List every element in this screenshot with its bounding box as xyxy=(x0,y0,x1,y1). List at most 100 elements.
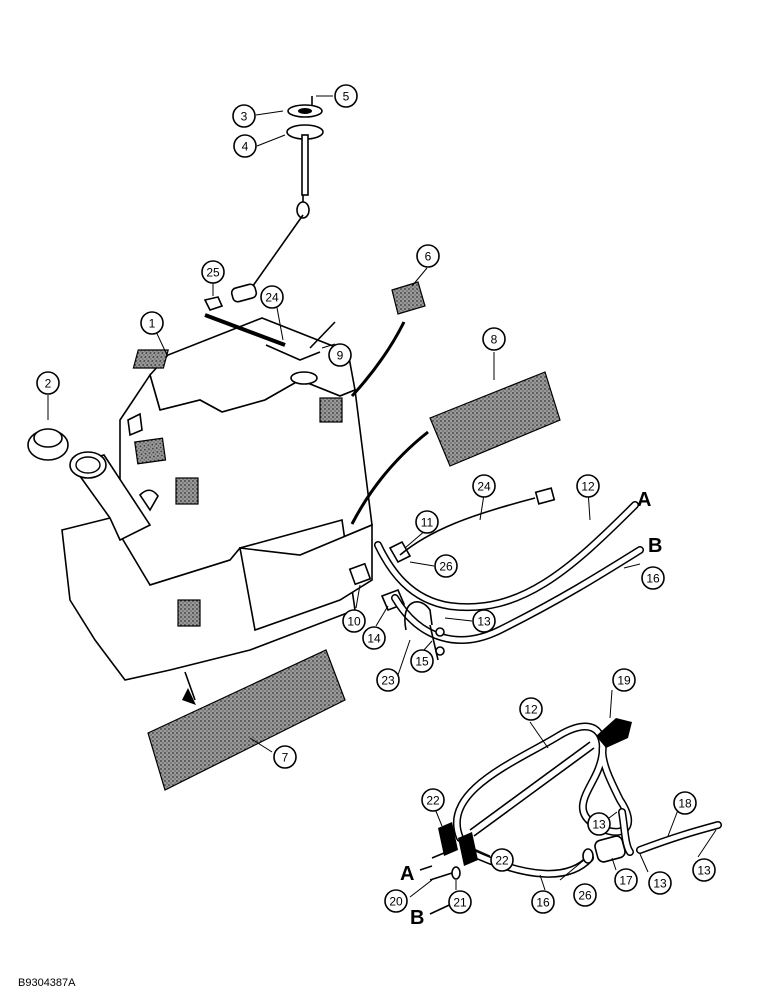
callout-circle xyxy=(328,343,352,367)
callout-number: 20 xyxy=(389,895,403,909)
callout-circle xyxy=(201,260,225,284)
callout-circle xyxy=(362,626,386,650)
callout-circle xyxy=(140,311,164,335)
callout-circle xyxy=(384,889,408,913)
connection-label-a-upper: A xyxy=(637,489,651,511)
fuel-sender xyxy=(230,96,324,303)
callout-c21: 21 xyxy=(448,890,472,914)
callout-number: 22 xyxy=(495,854,509,868)
callout-number: 19 xyxy=(617,674,631,688)
callout-c26a: 26 xyxy=(434,554,458,578)
callout-number: 26 xyxy=(439,560,453,574)
callout-c26b: 26 xyxy=(573,883,597,907)
callout-c25: 25 xyxy=(201,260,225,284)
callout-c8: 8 xyxy=(482,327,506,351)
callout-circle xyxy=(416,244,440,268)
callout-number: 2 xyxy=(45,377,52,391)
tank-pad-front-a xyxy=(134,437,167,465)
tank-pad-lower xyxy=(177,599,201,627)
callout-circle xyxy=(334,84,358,108)
callout-number: 13 xyxy=(697,864,711,878)
callout-circle xyxy=(612,668,636,692)
callout-number: 13 xyxy=(592,818,606,832)
callout-c19: 19 xyxy=(612,668,636,692)
callout-c4: 4 xyxy=(233,134,257,158)
callout-circle xyxy=(434,554,458,578)
callout-c20: 20 xyxy=(384,889,408,913)
callout-circle xyxy=(482,327,506,351)
fitting-10 xyxy=(348,562,372,586)
callout-number: 15 xyxy=(415,655,429,669)
screw xyxy=(309,321,336,349)
callout-circle xyxy=(573,883,597,907)
callout-c18: 18 xyxy=(673,791,697,815)
callout-number: 1 xyxy=(149,317,156,331)
callout-c17: 17 xyxy=(614,868,638,892)
callout-circle xyxy=(472,609,496,633)
clamp-23 xyxy=(404,601,433,631)
callout-c2: 2 xyxy=(36,371,60,395)
callout-number: 17 xyxy=(619,874,633,888)
callout-number: 11 xyxy=(421,516,434,530)
callout-c9: 9 xyxy=(328,343,352,367)
callout-number: 3 xyxy=(241,110,248,124)
callout-circle xyxy=(410,649,434,673)
callout-number: 10 xyxy=(347,615,361,629)
bolt-20 xyxy=(429,872,453,881)
callout-c6: 6 xyxy=(416,244,440,268)
callout-c24a: 24 xyxy=(260,285,284,309)
callout-c1: 1 xyxy=(140,311,164,335)
callout-circle xyxy=(233,134,257,158)
callout-c24b: 24 xyxy=(472,474,496,498)
callout-circle xyxy=(531,890,555,914)
callout-c3: 3 xyxy=(232,104,256,128)
callout-c22a: 22 xyxy=(421,788,445,812)
callout-number: 8 xyxy=(491,333,498,347)
callout-circle xyxy=(587,812,611,836)
callout-circle xyxy=(415,510,439,534)
callout-circle xyxy=(673,791,697,815)
callout-number: 5 xyxy=(343,90,350,104)
callout-circle xyxy=(260,285,284,309)
pad-small xyxy=(391,281,426,315)
callout-circle xyxy=(472,474,496,498)
callout-number: 14 xyxy=(367,632,381,646)
clamp-19 xyxy=(596,718,632,748)
callout-c14: 14 xyxy=(362,626,386,650)
callout-circle xyxy=(648,871,672,895)
connection-label-b-lower: B xyxy=(410,907,424,929)
callout-number: 9 xyxy=(337,349,344,363)
clamp-22a xyxy=(438,822,458,856)
callout-c15: 15 xyxy=(410,649,434,673)
callout-c12a: 12 xyxy=(576,474,600,498)
fuel-filter xyxy=(582,835,626,864)
filler-cap xyxy=(27,428,69,461)
callout-circle xyxy=(36,371,60,395)
callout-number: 21 xyxy=(453,896,467,910)
callout-c13b: 13 xyxy=(587,812,611,836)
callout-c23: 23 xyxy=(376,668,400,692)
callout-number: 16 xyxy=(646,572,660,586)
callout-circle xyxy=(490,848,514,872)
callout-c16b: 16 xyxy=(531,890,555,914)
connection-label-a-lower: A xyxy=(400,863,414,885)
callout-c22b: 22 xyxy=(490,848,514,872)
callout-number: 12 xyxy=(524,703,538,717)
connection-label-b-upper: B xyxy=(648,535,662,557)
callout-number: 12 xyxy=(581,480,595,494)
callout-circle xyxy=(232,104,256,128)
callout-c16a: 16 xyxy=(641,566,665,590)
callout-number: 16 xyxy=(536,896,550,910)
fuel-tank xyxy=(61,317,373,681)
callout-circle xyxy=(448,890,472,914)
callout-group: 1234567891011121213131313141516161718192… xyxy=(36,84,716,914)
callout-number: 4 xyxy=(242,140,249,154)
callout-c10: 10 xyxy=(342,609,366,633)
pad-bottom xyxy=(147,649,346,791)
callout-circle xyxy=(273,745,297,769)
callout-number: 6 xyxy=(425,250,432,264)
callout-c7: 7 xyxy=(273,745,297,769)
wire-24 xyxy=(399,497,536,556)
tank-pad-front-b xyxy=(175,477,199,505)
